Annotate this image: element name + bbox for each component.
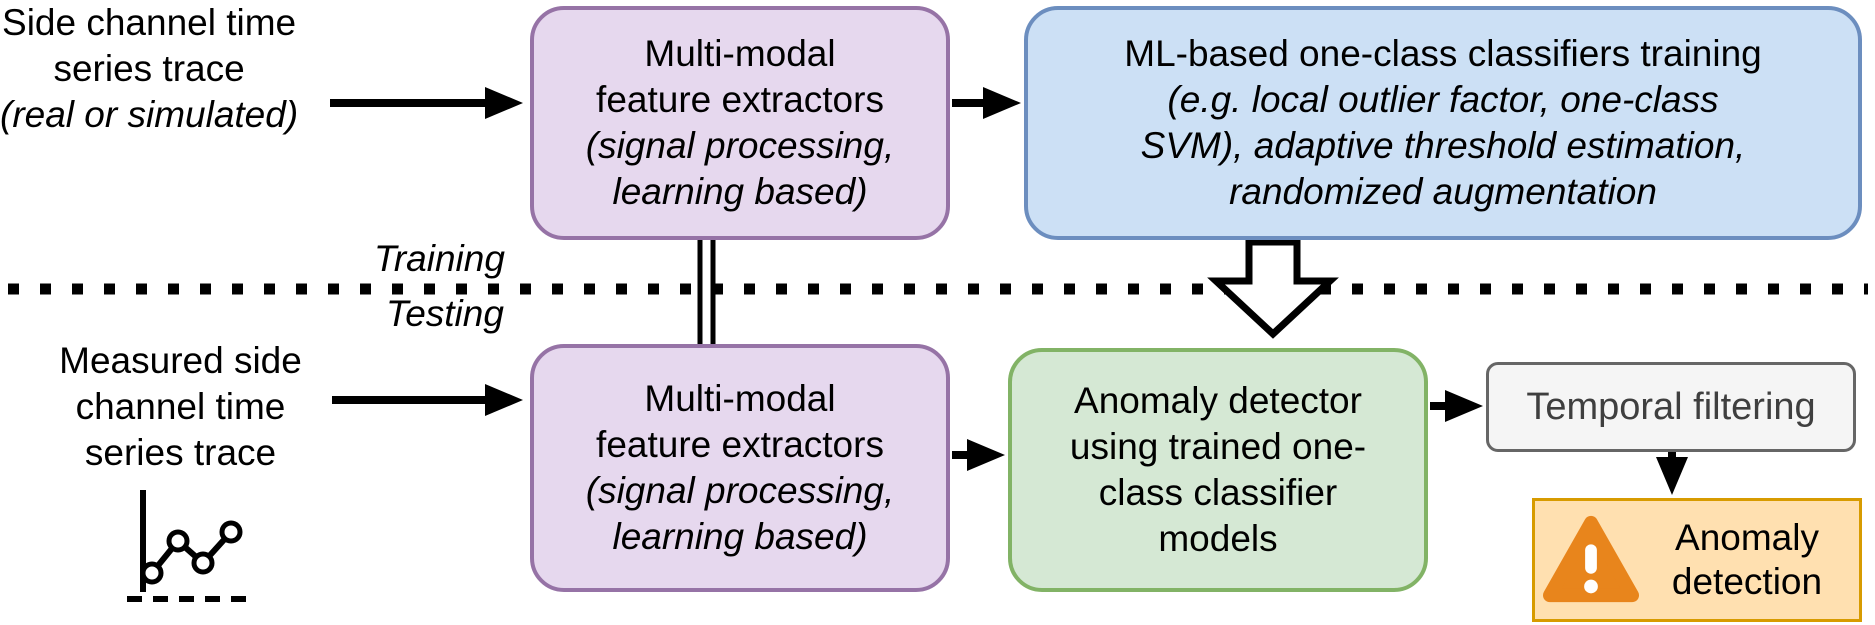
box-text-line: models — [1158, 518, 1278, 559]
warning-exclamation-bar — [1585, 544, 1597, 574]
box-text-line: feature extractors — [596, 79, 884, 120]
box-text-line: Multi-modal — [644, 33, 836, 74]
training-phase-label: Training — [374, 238, 505, 279]
anomaly-detection-content: Anomaly detection — [1535, 501, 1859, 619]
testing-input-line: channel time — [75, 386, 286, 427]
box-text-line: class classifier — [1098, 472, 1338, 513]
box-text-line: feature extractors — [596, 424, 884, 465]
anomaly-detector-box: Anomaly detector using trained one- clas… — [1008, 348, 1428, 592]
time-series-plot-icon — [127, 490, 257, 602]
box-text-line: (signal processing, — [585, 125, 895, 166]
feature-extractor-train-box: Multi-modal feature extractors (signal p… — [530, 6, 950, 240]
box-text-line: ML-based one-class classifiers training — [1124, 33, 1762, 74]
box-text-line: learning based) — [612, 171, 868, 212]
temporal-filtering-box: Temporal filtering — [1486, 362, 1856, 452]
box-text-line: learning based) — [612, 516, 868, 557]
feature-extractor-test-box: Multi-modal feature extractors (signal p… — [530, 344, 950, 592]
plot-signal-line — [149, 529, 234, 575]
training-input-line: (real or simulated) — [0, 94, 299, 135]
temporal-filtering-label: Temporal filtering — [1526, 386, 1816, 428]
anomaly-detection-box: Anomaly detection — [1532, 498, 1862, 622]
testing-input-label: Measured side channel time series trace — [8, 338, 353, 476]
box-text-line: using trained one- — [1069, 426, 1367, 467]
warning-triangle-svg — [1542, 515, 1640, 603]
plot-point — [166, 529, 190, 553]
warning-triangle-icon — [1541, 511, 1641, 609]
model-transfer-block-arrow — [1207, 238, 1339, 339]
plot-point — [219, 520, 243, 544]
anomaly-detection-label: Anomaly detection — [1671, 517, 1823, 602]
plot-point — [191, 551, 215, 575]
training-input-line: series trace — [53, 48, 245, 89]
training-input-label: Side channel time series trace (real or … — [0, 0, 298, 138]
plot-point — [140, 561, 164, 585]
testing-input-line: series trace — [84, 432, 277, 473]
box-text-line: SVM), adaptive threshold estimation, — [1140, 125, 1746, 166]
box-text-line: randomized augmentation — [1229, 171, 1657, 212]
classifier-training-box: ML-based one-class classifiers training … — [1024, 6, 1862, 240]
box-text-line: Anomaly detector — [1074, 380, 1362, 421]
training-input-line: Side channel time — [2, 2, 297, 43]
warning-exclamation-dot — [1584, 579, 1598, 594]
testing-input-line: Measured side — [59, 340, 302, 381]
testing-phase-label: Testing — [386, 293, 504, 334]
box-text-line: Multi-modal — [644, 378, 836, 419]
box-text-line: (e.g. local outlier factor, one-class — [1167, 79, 1719, 120]
box-text-line: (signal processing, — [585, 470, 895, 511]
